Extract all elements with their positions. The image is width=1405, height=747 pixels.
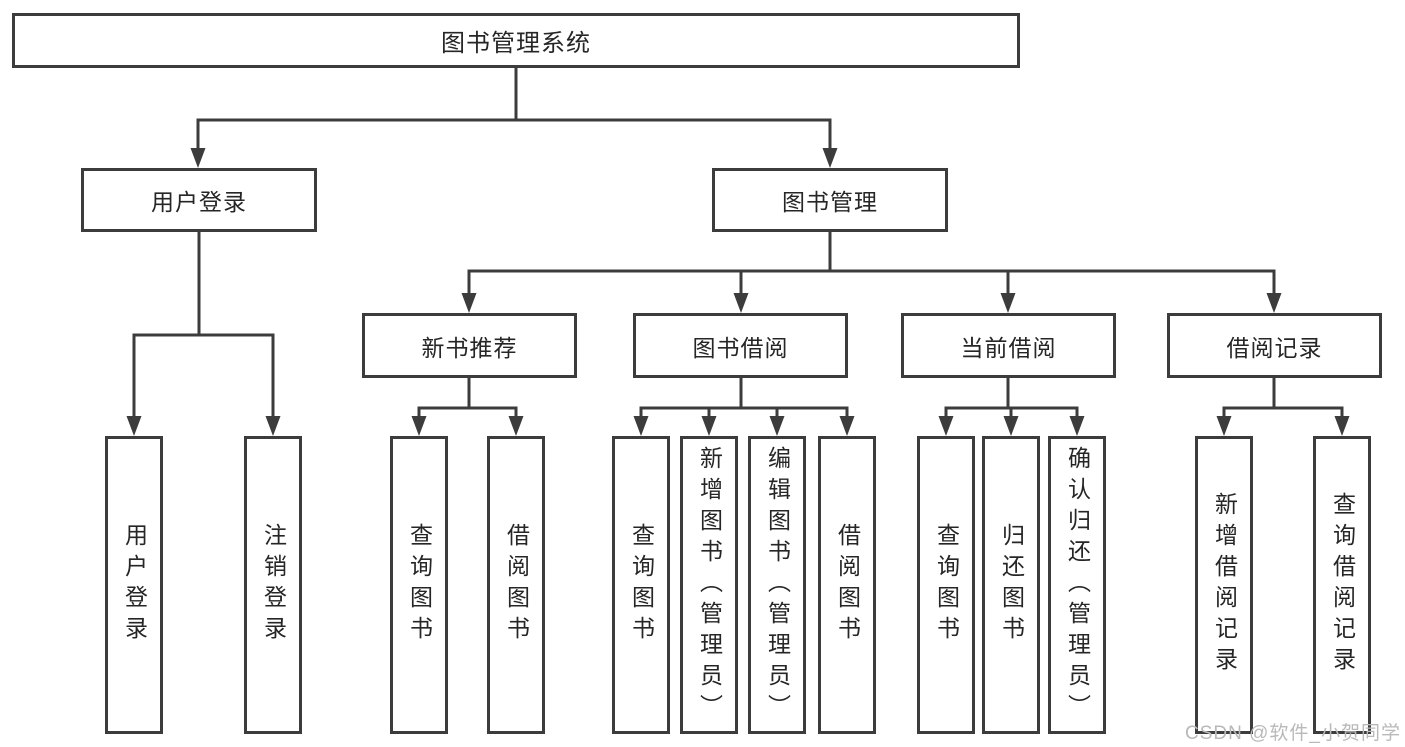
node-book-management: 图书管理 bbox=[712, 168, 948, 232]
leaf-label: 归还图书 bbox=[998, 523, 1025, 647]
arrowhead bbox=[1266, 293, 1282, 313]
leaf-label: 注销登录 bbox=[260, 523, 287, 647]
node-book-borrowing: 图书借阅 bbox=[633, 313, 848, 378]
leaf-borrow-books: 借阅图书 bbox=[487, 436, 545, 734]
leaf-label: 确认归还（管理员） bbox=[1064, 445, 1091, 725]
node-label: 图书管理系统 bbox=[441, 30, 591, 57]
arrowhead bbox=[633, 416, 649, 436]
arrowhead bbox=[190, 148, 206, 168]
arrowhead bbox=[1069, 416, 1085, 436]
leaf-label: 新增借阅记录 bbox=[1211, 492, 1238, 678]
leaf-return-books: 归还图书 bbox=[982, 436, 1040, 734]
leaf-query-books: 查询图书 bbox=[390, 436, 448, 734]
arrowhead bbox=[701, 416, 717, 436]
node-label: 新书推荐 bbox=[421, 334, 518, 361]
arrowhead bbox=[733, 293, 749, 313]
leaf-label: 查询图书 bbox=[628, 523, 655, 647]
node-label: 借阅记录 bbox=[1226, 334, 1323, 361]
leaf-query-borrow-record: 查询借阅记录 bbox=[1313, 436, 1371, 734]
connector-line bbox=[417, 408, 1344, 426]
arrowhead bbox=[839, 416, 855, 436]
leaf-label: 查询借阅记录 bbox=[1329, 492, 1356, 678]
watermark: CSDN @软件_小贺同学 bbox=[1185, 723, 1401, 744]
arrowhead bbox=[508, 416, 524, 436]
arrowhead bbox=[769, 416, 785, 436]
arrowhead bbox=[1216, 416, 1232, 436]
leaf-label: 用户登录 bbox=[121, 523, 148, 647]
arrowhead bbox=[411, 416, 427, 436]
leaf-label: 借阅图书 bbox=[834, 523, 861, 647]
node-label: 图书借阅 bbox=[692, 334, 789, 361]
leaf-label: 查询图书 bbox=[933, 523, 960, 647]
leaf-label: 借阅图书 bbox=[503, 523, 530, 647]
node-current-borrowing: 当前借阅 bbox=[901, 313, 1116, 378]
arrowhead bbox=[1334, 416, 1350, 436]
leaf-label: 新增图书（管理员） bbox=[696, 445, 723, 725]
node-new-book-recommendation: 新书推荐 bbox=[362, 313, 577, 378]
arrowhead bbox=[1003, 416, 1019, 436]
arrowhead bbox=[1000, 293, 1016, 313]
leaf-add-borrow-record: 新增借阅记录 bbox=[1195, 436, 1253, 734]
node-label: 当前借阅 bbox=[960, 334, 1057, 361]
arrowhead bbox=[822, 148, 838, 168]
leaf-add-books-admin: 新增图书（管理员） bbox=[680, 436, 738, 734]
arrowhead bbox=[265, 416, 281, 436]
node-label: 用户登录 bbox=[151, 189, 247, 215]
arrowhead bbox=[461, 293, 477, 313]
leaf-edit-books-admin: 编辑图书（管理员） bbox=[748, 436, 806, 734]
leaf-query-books-3: 查询图书 bbox=[917, 436, 975, 734]
leaf-query-books-2: 查询图书 bbox=[612, 436, 670, 734]
connector-line bbox=[196, 120, 832, 156]
node-library-management-system: 图书管理系统 bbox=[12, 13, 1020, 68]
leaf-logout: 注销登录 bbox=[244, 436, 302, 734]
leaf-label: 查询图书 bbox=[406, 523, 433, 647]
connector-line bbox=[467, 271, 1276, 303]
node-user-login: 用户登录 bbox=[81, 168, 317, 232]
leaf-confirm-return-admin: 确认归还（管理员） bbox=[1048, 436, 1106, 734]
connector-line bbox=[132, 335, 275, 426]
arrowhead bbox=[938, 416, 954, 436]
leaf-borrow-books-2: 借阅图书 bbox=[818, 436, 876, 734]
connector-line bbox=[467, 378, 1276, 408]
leaf-user-login: 用户登录 bbox=[105, 436, 163, 734]
leaf-label: 编辑图书（管理员） bbox=[764, 445, 791, 725]
node-borrowing-records: 借阅记录 bbox=[1167, 313, 1382, 378]
arrowhead bbox=[126, 416, 142, 436]
node-label: 图书管理 bbox=[782, 189, 878, 215]
